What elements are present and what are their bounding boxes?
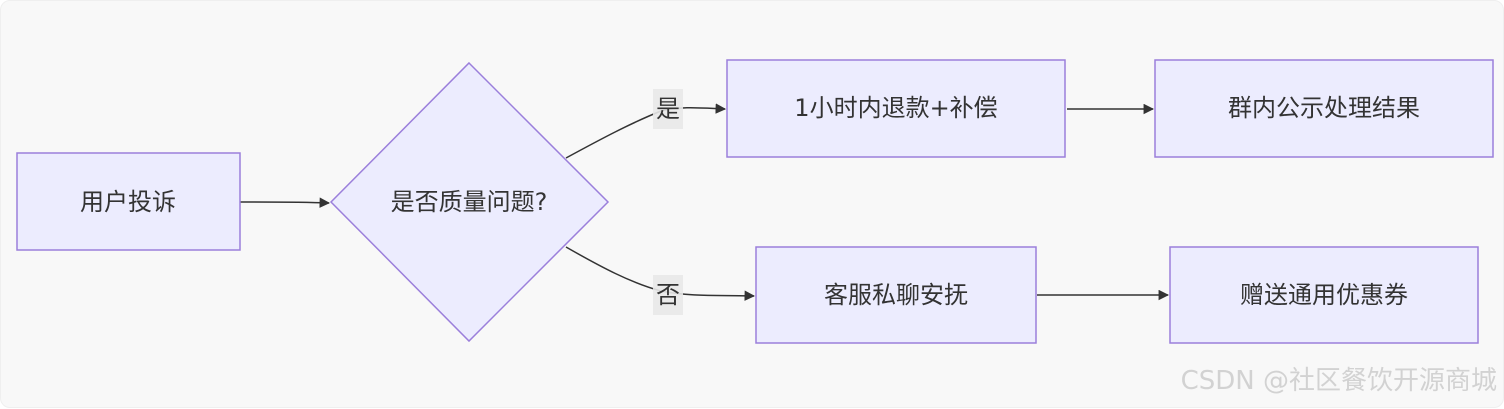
node-coupon-label: 赠送通用优惠券 xyxy=(1240,281,1408,309)
no-label: 否 xyxy=(656,281,680,309)
node-decision[interactable]: 是否质量问题? xyxy=(329,61,610,343)
edge-complaint-to-decision xyxy=(239,197,331,208)
node-refund[interactable]: 1小时内退款+补偿 xyxy=(726,59,1066,158)
watermark: CSDN @社区餐饮开源商城 xyxy=(1180,366,1497,396)
edge-decision-yes xyxy=(565,103,727,159)
node-private-chat-label: 客服私聊安抚 xyxy=(824,281,968,309)
yes-label: 是 xyxy=(656,95,680,123)
edge-label-no: 否 xyxy=(653,275,683,315)
node-publish-result-label: 群内公示处理结果 xyxy=(1228,94,1420,122)
node-private-chat[interactable]: 客服私聊安抚 xyxy=(755,246,1037,344)
node-user-complaint[interactable]: 用户投诉 xyxy=(16,152,241,251)
node-decision-label: 是否质量问题? xyxy=(391,188,548,216)
edge-label-yes: 是 xyxy=(653,89,683,129)
node-user-complaint-label: 用户投诉 xyxy=(80,188,176,216)
node-coupon[interactable]: 赠送通用优惠券 xyxy=(1169,246,1479,344)
node-refund-label: 1小时内退款+补偿 xyxy=(794,94,997,122)
node-publish-result[interactable]: 群内公示处理结果 xyxy=(1154,59,1494,158)
